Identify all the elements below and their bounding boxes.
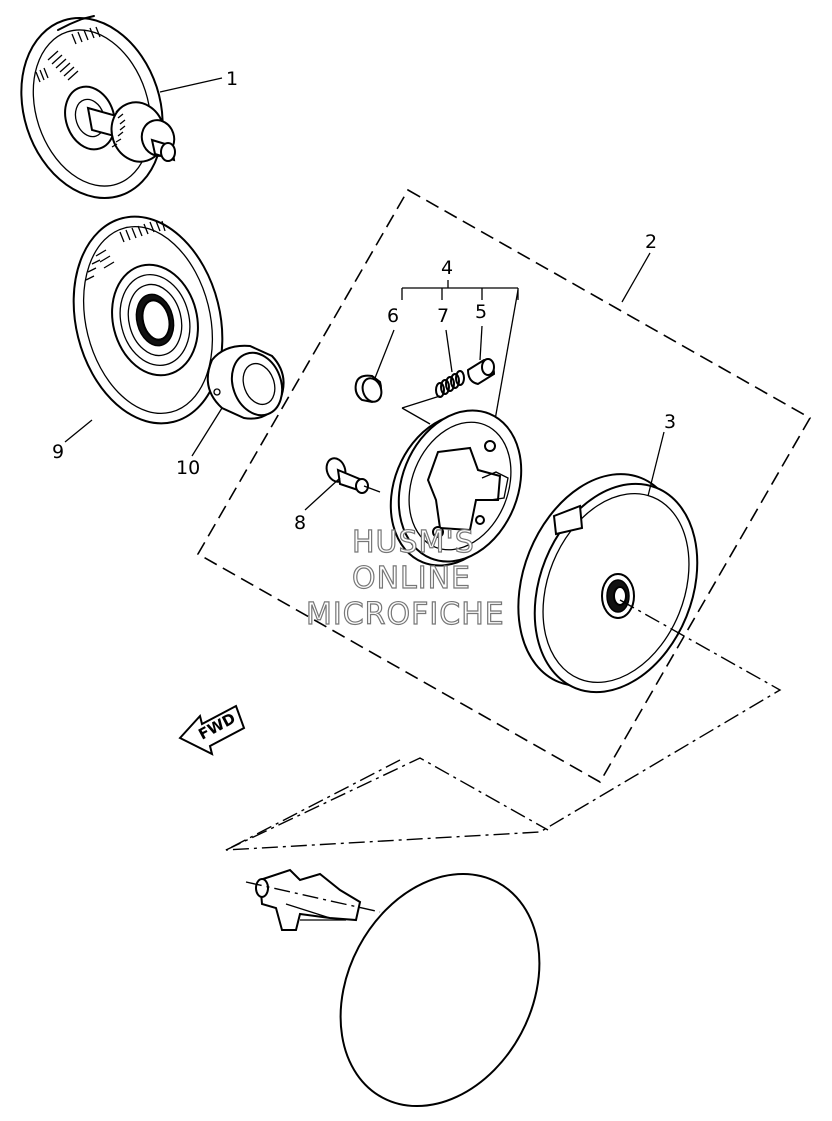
watermark-line-2: ONLINE [352, 561, 471, 596]
part-5-spring-cap [466, 325, 496, 386]
watermark-line-3: MICROFICHE [306, 597, 505, 632]
assembly-2-boundary [196, 188, 812, 784]
callout-7: 7 [437, 305, 449, 327]
callout-5: 5 [475, 301, 487, 323]
part-2-starter-clutch [389, 409, 523, 567]
part-3-clutch-housing [517, 431, 699, 694]
part-8-bolt [304, 457, 381, 511]
callout-1: 1 [226, 68, 238, 90]
callout-9: 9 [52, 441, 64, 463]
watermark-line-1: HUSM'S [352, 525, 475, 560]
callout-2: 2 [645, 231, 657, 253]
part-9-starter-wheel-gear [64, 215, 224, 443]
watermark: HUSM'S ONLINE MICROFICHE [305, 524, 505, 632]
part-6-roller [354, 329, 395, 404]
part-10-collar [191, 344, 285, 457]
callout-4: 4 [441, 257, 453, 279]
callout-3: 3 [664, 411, 676, 433]
bracket-4 [401, 280, 519, 421]
callout-6: 6 [387, 305, 399, 327]
crankshaft-assembly [245, 868, 541, 1108]
centerline-lower [225, 757, 549, 851]
part-1-starter-idle-gear [20, 15, 223, 199]
fwd-arrow-icon: FWD [178, 704, 246, 756]
leader-2 [621, 252, 651, 303]
part-7-spring [435, 329, 465, 398]
callout-8: 8 [294, 512, 306, 534]
centerline-upper [225, 599, 782, 851]
callout-10: 10 [176, 457, 200, 479]
